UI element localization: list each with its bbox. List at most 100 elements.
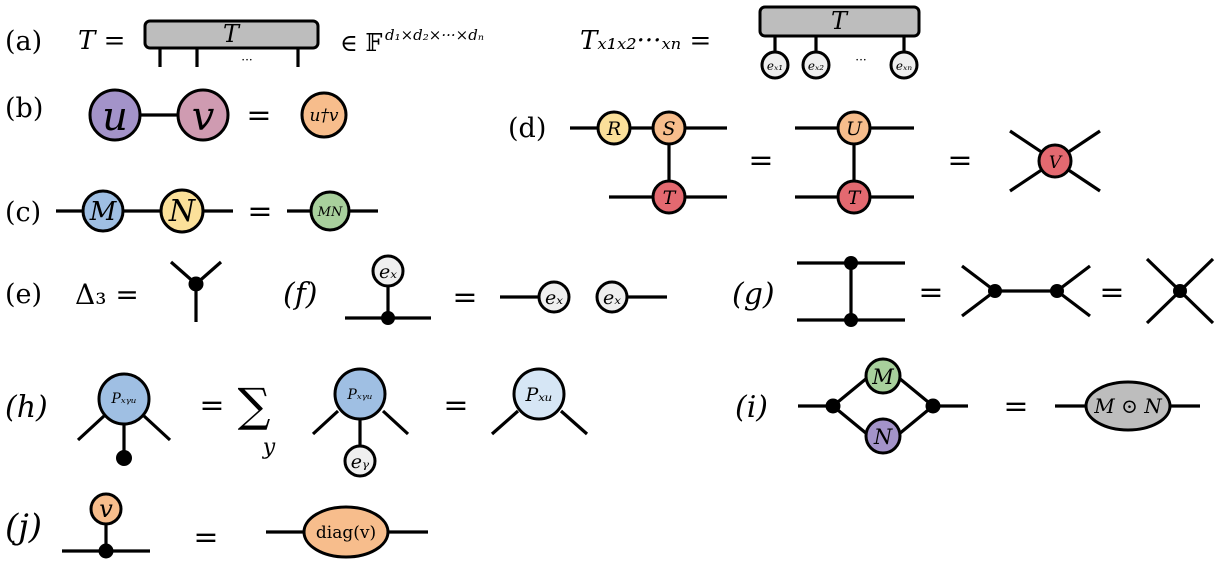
panel-h: (h) Pₓᵧᵤ = ∑ y Pₓᵧᵤ eᵧ = Pₓᵤ — [5, 367, 589, 478]
panel-label-c: (c) — [5, 197, 41, 228]
b-u-label: u — [102, 94, 128, 140]
d-node-v — [1037, 143, 1073, 179]
d-node-u — [836, 110, 872, 146]
c-product-result — [309, 190, 351, 232]
h-left-leg-2 — [311, 409, 340, 436]
panel-j: (j) v = diag(v) — [5, 492, 428, 559]
h-sum-symbol: ∑ — [238, 378, 271, 432]
g-mid-right-dot — [1050, 284, 1064, 298]
a-entry-tensor-label: T — [831, 7, 849, 35]
b-result-label: u†v — [309, 106, 338, 126]
panel-d: (d) R S T = U T = V — [508, 110, 1101, 215]
h-equals-1: = — [199, 388, 224, 423]
g-equals-1: = — [918, 275, 943, 310]
d-equals-2: = — [947, 143, 972, 178]
h-right-leg-2 — [381, 409, 410, 436]
f-equals: = — [452, 280, 477, 315]
i-node-n — [864, 417, 902, 455]
panel-label-a: (a) — [5, 26, 42, 57]
b-v-label: v — [192, 94, 215, 140]
a-basis-label-2: eₓ₂ — [808, 59, 824, 73]
panel-b: (b) u v = u†v — [5, 88, 348, 142]
panel-a: (a) T = T ··· ∈ 𝔽 d₁×d₂×···×dₙ Tₓ₁ₓ₂···ₓ… — [5, 5, 921, 80]
g-mid-left-dot — [988, 284, 1002, 298]
i-right-dot — [925, 398, 941, 414]
a-entry-tensor-box — [758, 5, 921, 38]
b-vector-u — [88, 88, 142, 142]
c-m-label: M — [89, 197, 118, 227]
d-node-s — [651, 110, 687, 146]
h-left-leg-3 — [490, 409, 520, 436]
a-entry-ellipsis: ··· — [855, 53, 866, 67]
a-membership: ∈ 𝔽 — [340, 29, 382, 57]
a-basis-label-1: eₓ₁ — [767, 59, 783, 73]
panel-label-j: (j) — [5, 507, 42, 547]
g-equals-2: = — [1099, 275, 1124, 310]
b-scalar-result — [300, 91, 348, 139]
j-diag-result — [302, 505, 390, 559]
c-n-label: N — [168, 194, 197, 229]
e-copy-tensor-dot — [188, 276, 204, 292]
panel-i: (i) M N = M ⊙ N — [735, 357, 1200, 455]
i-m-label: M — [871, 365, 894, 389]
j-v-label: v — [99, 495, 113, 523]
f-basis-vector-left — [537, 280, 571, 314]
a-basis-vector-2 — [801, 50, 831, 80]
a-tensor-box — [143, 19, 320, 50]
c-matrix-m — [81, 189, 125, 233]
h-pxz-label: Pₓᵤ — [524, 384, 552, 406]
d-node-r — [596, 110, 632, 146]
panel-label-g: (g) — [732, 277, 775, 312]
a-tensor-label: T — [223, 20, 241, 48]
h-pxyz-label: Pₓᵧᵤ — [110, 391, 136, 407]
h-left-leg-1 — [76, 414, 106, 442]
panel-c: (c) M N = MN — [5, 188, 378, 234]
g-right-dot — [1173, 284, 1187, 298]
c-matrix-n — [159, 188, 205, 234]
g-bottom-dot — [844, 313, 858, 327]
c-result-label: MN — [317, 205, 343, 220]
panel-label-h: (h) — [5, 390, 48, 425]
panel-label-f: (f) — [283, 277, 318, 312]
j-equals: = — [193, 520, 218, 555]
d-r-label: R — [606, 118, 621, 140]
d-v-label: V — [1049, 153, 1063, 173]
d-equals-1: = — [748, 143, 773, 178]
f-copy-dot — [381, 311, 395, 325]
a-space-exponent: d₁×d₂×···×dₙ — [385, 26, 484, 44]
i-equals: = — [1003, 389, 1028, 424]
e-lhs: Δ₃ = — [75, 278, 139, 311]
b-vector-v — [176, 88, 230, 142]
j-vector-v — [89, 492, 123, 526]
b-equals: = — [246, 98, 271, 133]
f-ex-left-label: eₓ — [545, 287, 563, 309]
panel-label-d: (d) — [508, 113, 546, 144]
f-ex-right-label: eₓ — [603, 287, 621, 309]
g-top-dot — [844, 256, 858, 270]
j-copy-dot — [98, 543, 114, 559]
panel-g: (g) = = — [732, 256, 1215, 327]
h-right-leg-1 — [142, 414, 172, 442]
a-entry-lhs: Tₓ₁ₓ₂···ₓₙ = — [580, 26, 711, 56]
d-node-t-2 — [836, 179, 872, 215]
h-marginal-dot — [116, 450, 132, 466]
h-ey-vector — [343, 444, 377, 478]
h-pxyz-tensor-2 — [333, 367, 387, 421]
i-node-m — [864, 357, 902, 395]
d-u-label: U — [846, 118, 863, 140]
f-basis-vector — [371, 254, 405, 288]
d-t-label: T — [663, 187, 677, 209]
h-ey-label: eᵧ — [351, 451, 370, 473]
panel-label-e: (e) — [5, 279, 42, 310]
a-ellipsis: ··· — [241, 53, 252, 67]
h-sum-index: y — [262, 435, 276, 460]
d-s-label: S — [662, 118, 675, 140]
j-result-label: diag(v) — [316, 523, 376, 543]
i-result-label: M ⊙ N — [1093, 394, 1163, 418]
d-t2-label: T — [848, 187, 862, 209]
panel-e: (e) Δ₃ = — [5, 260, 223, 322]
i-hadamard-result — [1084, 380, 1172, 432]
h-pxyz-tensor — [97, 372, 151, 426]
